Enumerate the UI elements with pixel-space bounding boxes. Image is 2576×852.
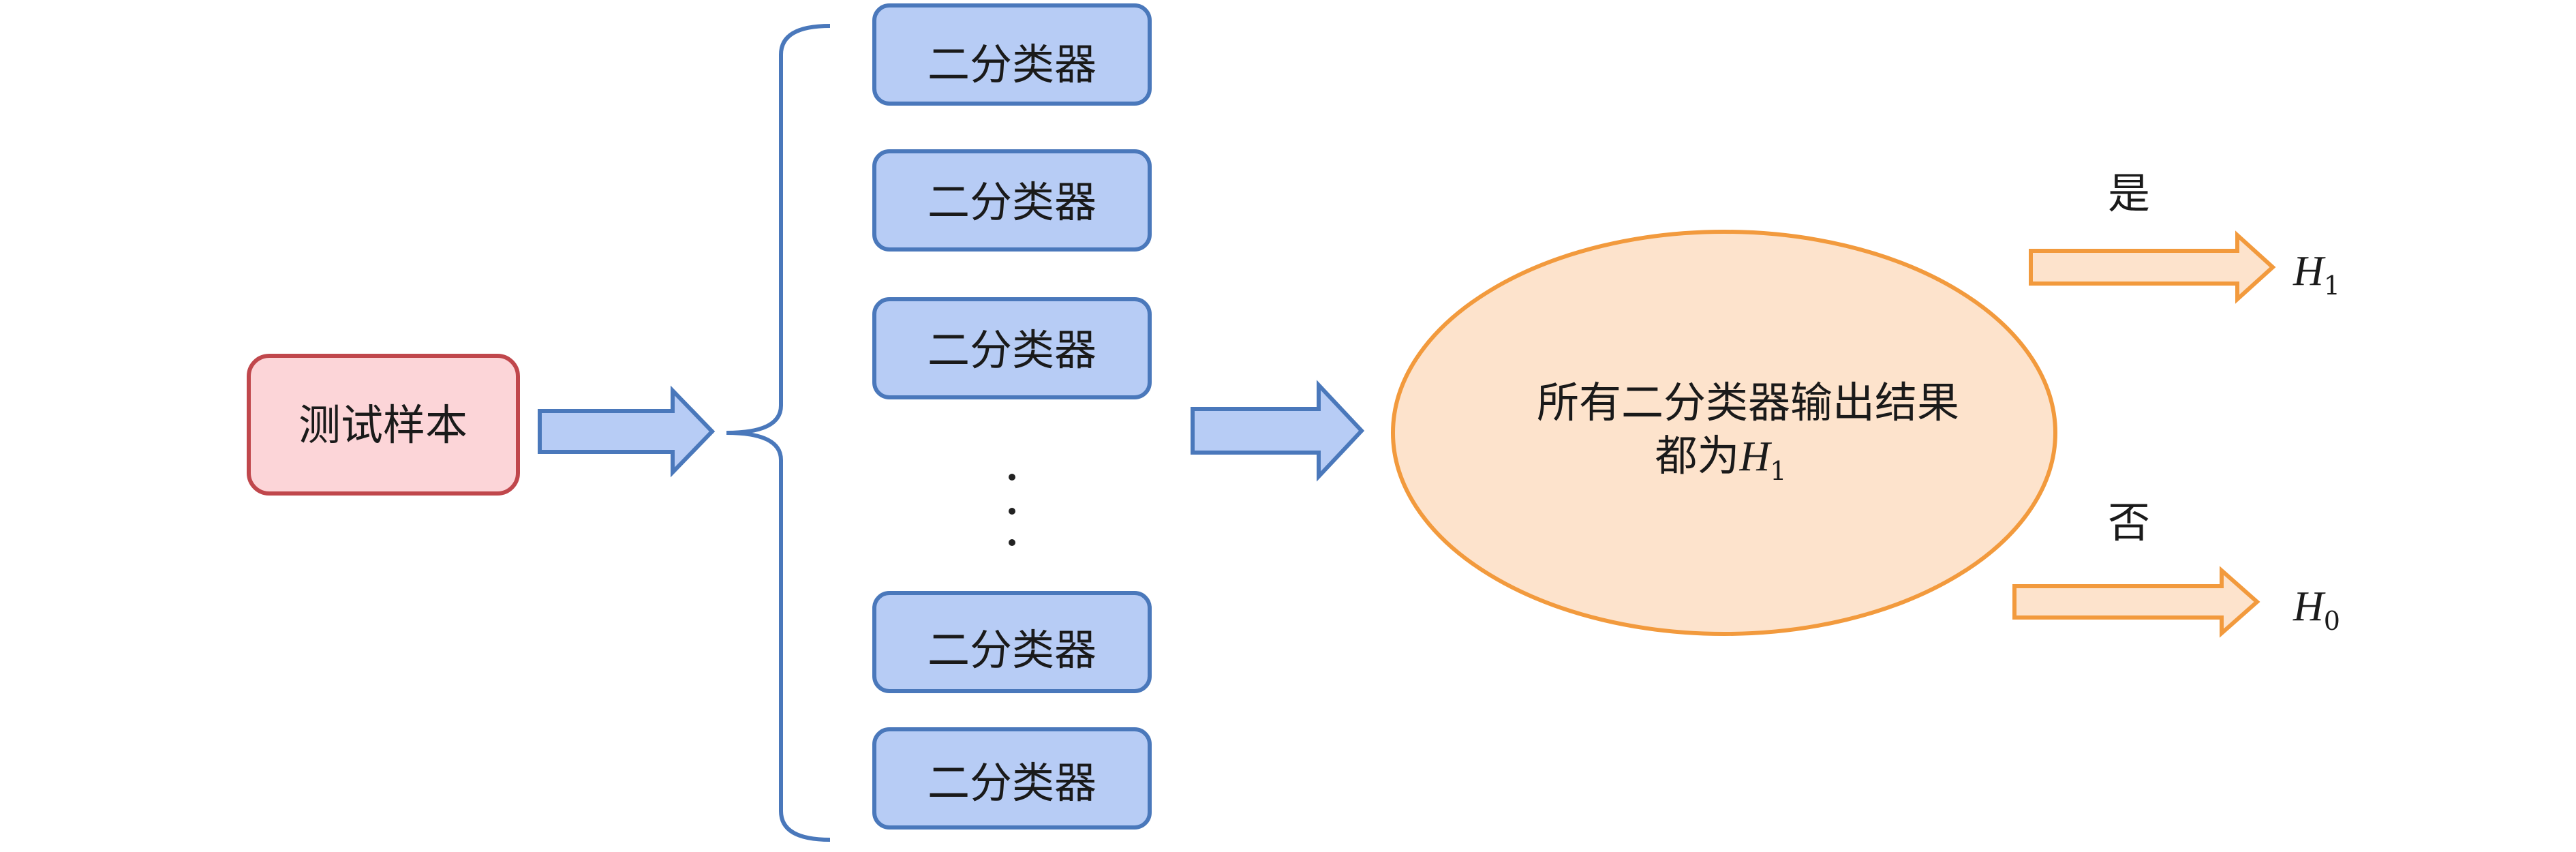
arrow-yes (2029, 230, 2276, 304)
classifier-label: 二分类器 (927, 40, 1097, 89)
classifier-group-brace (726, 24, 831, 842)
classifier-label: 二分类器 (927, 625, 1097, 675)
classifier-node-5: 二分类器 (872, 727, 1152, 830)
decision-line-2: 都为H1 (1655, 431, 1787, 486)
decision-line-1: 所有二分类器输出结果 (1537, 378, 1959, 427)
classifier-box (872, 149, 1152, 252)
yes-branch: 是 H1 (2029, 168, 2340, 304)
no-label: 否 (2108, 498, 2150, 547)
classifier-box (872, 591, 1152, 693)
no-branch: 否 H0 (2012, 498, 2340, 638)
yes-outcome-h1: H1 (2293, 248, 2340, 301)
classifier-box (872, 3, 1152, 106)
arrow-classifiers-to-decision (1191, 380, 1365, 482)
classifier-label: 二分类器 (927, 177, 1097, 227)
classifier-label: 二分类器 (927, 325, 1097, 375)
decision-node: 所有二分类器输出结果 都为H1 (1391, 230, 2057, 636)
decision-ellipse (1391, 230, 2057, 636)
test-sample-node: 测试样本 (247, 354, 520, 496)
vertical-ellipsis (1009, 474, 1015, 546)
test-sample-label: 测试样本 (298, 400, 467, 450)
classifier-node-2: 二分类器 (872, 149, 1152, 252)
yes-label: 是 (2108, 168, 2150, 218)
arrow-sample-to-classifiers (538, 385, 716, 478)
test-sample-box (247, 354, 520, 496)
classifier-node-1: 二分类器 (872, 3, 1152, 106)
arrow-no (2012, 566, 2260, 638)
classifier-node-4: 二分类器 (872, 591, 1152, 693)
classifier-node-3: 二分类器 (872, 297, 1152, 399)
classifier-box (872, 297, 1152, 399)
classifier-label: 二分类器 (927, 758, 1097, 808)
no-outcome-h0: H0 (2293, 583, 2340, 636)
classifier-box (872, 727, 1152, 830)
